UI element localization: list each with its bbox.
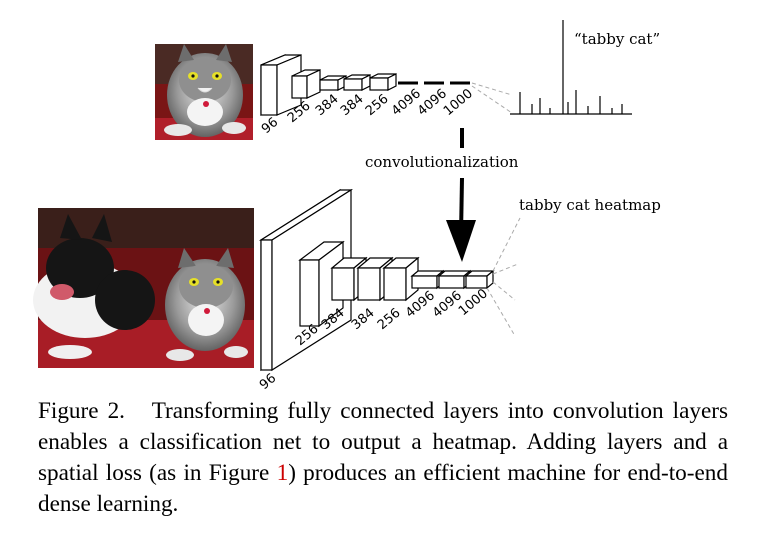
bottom-label-384b: 384: [349, 306, 378, 333]
top-label-384b: 384: [338, 92, 367, 119]
figure-caption: Figure 2. Transforming fully connected l…: [38, 396, 728, 520]
top-label-384a: 384: [313, 92, 342, 119]
bottom-dashed-links: [486, 217, 521, 337]
figure-diagram: “tabby cat” 96 256 384 384 256 4096 4096…: [33, 20, 661, 393]
figure-ref-link[interactable]: 1: [276, 460, 289, 486]
heatmap-label: tabby cat heatmap: [519, 196, 661, 214]
top-label-96: 96: [259, 115, 281, 137]
bottom-dog-cat-photo: [33, 208, 254, 368]
top-class-label: “tabby cat”: [574, 30, 660, 48]
bottom-network: [258, 188, 495, 372]
bottom-label-256b: 256: [375, 306, 404, 333]
bottom-label-1000: 1000: [456, 286, 491, 319]
top-label-256b: 256: [363, 92, 392, 119]
caption-prefix: Figure 2.: [38, 398, 125, 424]
class-score-histogram: [510, 20, 632, 115]
top-dashed-links: [471, 82, 513, 114]
top-label-4096a: 4096: [389, 86, 424, 119]
top-label-1000: 1000: [441, 86, 476, 119]
top-label-4096b: 4096: [415, 86, 450, 119]
bottom-label-96: 96: [257, 371, 279, 393]
convolutionalization-arrow: [446, 128, 476, 262]
caption-text-before: Transforming fully connected layers into…: [38, 398, 728, 486]
caption-text-after: ) produces an efficient machine for end-…: [38, 460, 728, 517]
top-cat-photo: [155, 44, 253, 140]
top-network: [260, 54, 397, 116]
convolutionalization-label: convolutionalization: [365, 153, 519, 171]
